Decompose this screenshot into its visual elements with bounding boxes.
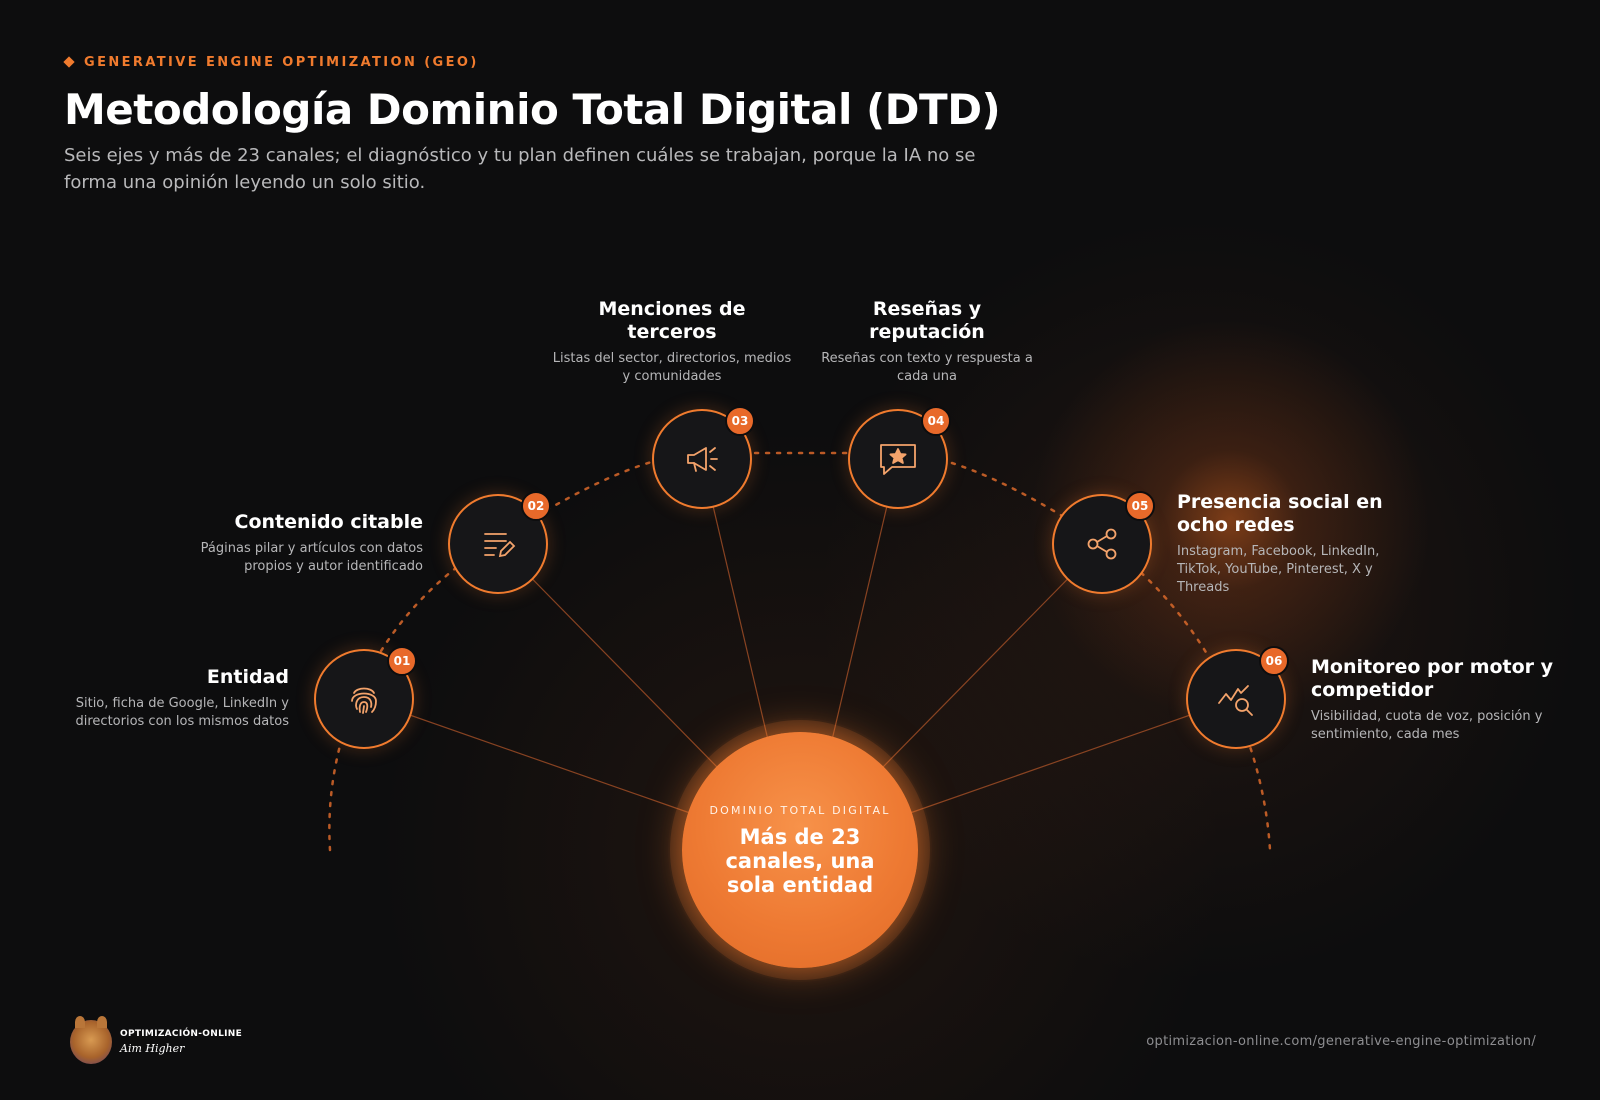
axis-label-01: Entidad Sitio, ficha de Google, LinkedIn… xyxy=(70,666,290,731)
spoke-02 xyxy=(497,543,719,769)
lion-logo-icon xyxy=(70,1016,112,1064)
center-hub: DOMINIO TOTAL DIGITAL Más de 23 canales,… xyxy=(682,732,918,968)
star-review-icon xyxy=(880,444,916,475)
eyebrow-text: GENERATIVE ENGINE OPTIMIZATION (GEO) xyxy=(84,54,479,70)
axis-badge-03: 03 xyxy=(725,406,755,436)
megaphone-icon xyxy=(687,447,718,472)
analytics-search-icon xyxy=(1218,685,1253,716)
brand-name: OPTIMIZACIÓN-ONLINE xyxy=(120,1029,243,1039)
edit-document-icon xyxy=(484,533,516,558)
page-title: Metodología Dominio Total Digital (DTD) xyxy=(64,85,1001,134)
axis-description: Reseñas con texto y respuesta a cada una xyxy=(821,351,1033,384)
axis-label-06: Monitoreo por motor y competidor Visibil… xyxy=(1311,656,1566,744)
axis-label-05: Presencia social en ocho redes Instagram… xyxy=(1177,491,1392,597)
axis-label-03: Menciones de terceros Listas del sector,… xyxy=(552,298,792,386)
spoke-01 xyxy=(363,698,691,814)
brand-logo[interactable]: OPTIMIZACIÓN-ONLINE Aim Higher xyxy=(70,1016,243,1064)
axis-title: Contenido citable xyxy=(234,511,423,533)
axis-badge-01: 01 xyxy=(387,646,417,676)
axis-description: Listas del sector, directorios, medios y… xyxy=(552,351,792,384)
axis-description: Sitio, ficha de Google, LinkedIn y direc… xyxy=(75,696,290,729)
axis-badge-05: 05 xyxy=(1125,491,1155,521)
axis-description: Páginas pilar y artículos con datos prop… xyxy=(200,541,423,574)
axis-title: Reseñas y reputación xyxy=(869,298,985,343)
spoke-05 xyxy=(881,543,1103,769)
center-title: Más de 23 canales, una sola entidad xyxy=(725,824,875,897)
axis-badge-06: 06 xyxy=(1259,646,1289,676)
brand-tagline: Aim Higher xyxy=(120,1042,185,1055)
axis-description: Instagram, Facebook, LinkedIn, TikTok, Y… xyxy=(1177,544,1380,595)
center-kicker: DOMINIO TOTAL DIGITAL xyxy=(709,803,891,817)
axis-title: Entidad xyxy=(206,666,289,688)
share-icon xyxy=(1087,528,1117,560)
footer-url[interactable]: optimizacion-online.com/generative-engin… xyxy=(1146,1034,1536,1049)
spoke-06 xyxy=(909,698,1237,814)
fingerprint-icon xyxy=(351,687,377,714)
axis-badge-04: 04 xyxy=(921,406,951,436)
axis-label-04: Reseñas y reputación Reseñas con texto y… xyxy=(812,298,1042,386)
header: GENERATIVE ENGINE OPTIMIZATION (GEO) Met… xyxy=(63,52,1064,196)
axis-description: Visibilidad, cuota de voz, posición y se… xyxy=(1311,709,1543,742)
axis-label-02: Contenido citable Páginas pilar y artícu… xyxy=(190,511,423,576)
axis-title: Monitoreo por motor y competidor xyxy=(1311,656,1554,701)
page-subtitle: Seis ejes y más de 23 canales; el diagnó… xyxy=(64,145,976,193)
axis-title: Presencia social en ocho redes xyxy=(1177,491,1383,536)
axis-title: Menciones de terceros xyxy=(598,298,746,343)
eyebrow: GENERATIVE ENGINE OPTIMIZATION (GEO) xyxy=(63,52,1064,72)
axis-badge-02: 02 xyxy=(521,491,551,521)
